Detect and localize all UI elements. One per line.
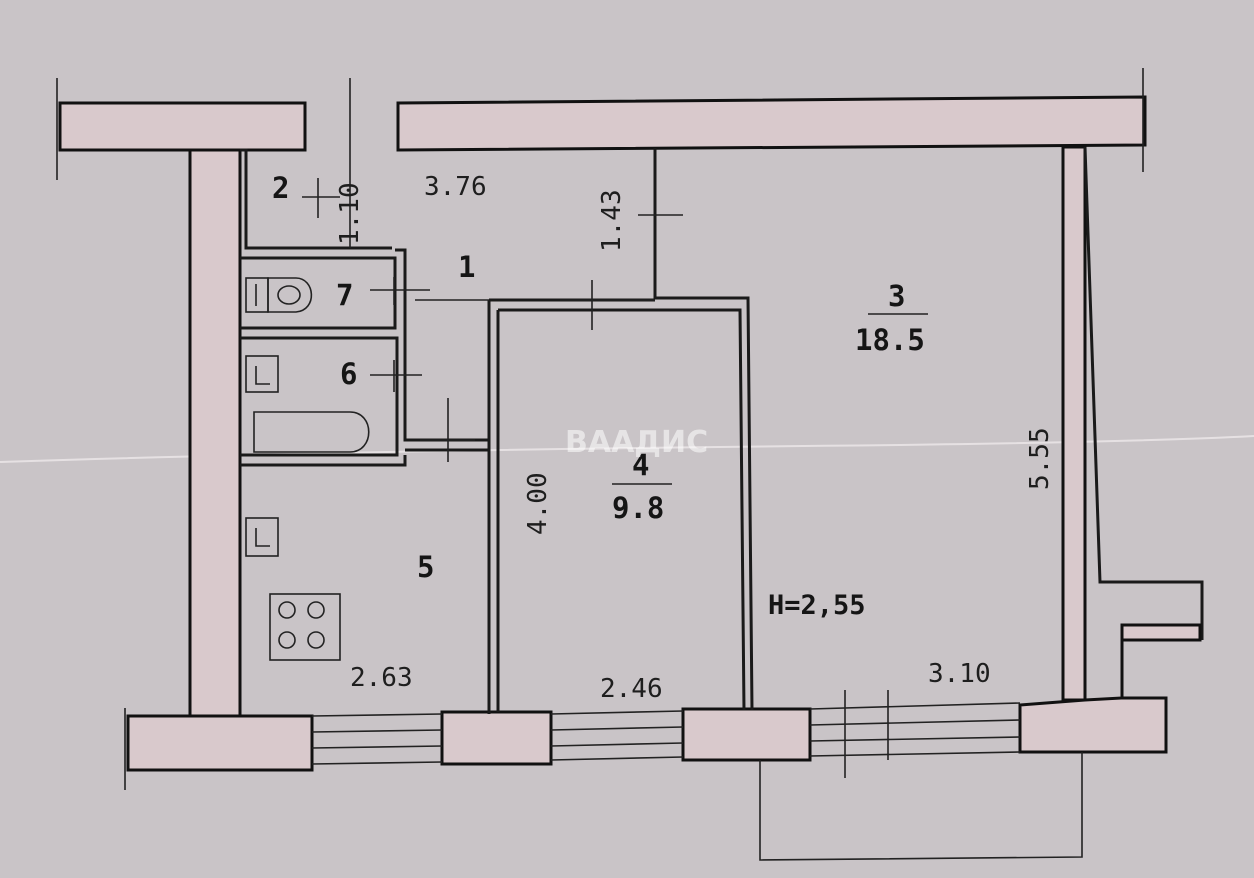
bathroom-sink-icon — [245, 355, 279, 393]
room-number-bathroom: 6 — [340, 357, 357, 391]
partition-hall-living — [653, 148, 754, 711]
dimension-bedroom-depth: 4.00 — [523, 472, 553, 535]
partition-bedroom-inner — [498, 308, 746, 711]
kitchen-sink-icon — [245, 517, 279, 557]
room-number-kitchen: 5 — [417, 550, 434, 584]
partition-kitchen-top — [240, 455, 407, 467]
room-number-living: 3 — [888, 279, 905, 313]
dimension-kitchen-width: 2.63 — [350, 663, 413, 693]
dimension-closet-width: 1.10 — [335, 182, 365, 245]
door-marks — [302, 78, 683, 462]
room-number-toilet: 7 — [336, 278, 353, 312]
partition-closet — [240, 148, 392, 250]
balcony — [759, 752, 1083, 861]
dimension-hall-length: 3.76 — [424, 172, 487, 202]
dimension-living-width: 3.10 — [928, 659, 991, 689]
wall-right-outer — [1083, 146, 1204, 640]
room-area-living: 18.5 — [855, 323, 925, 357]
room-number-hall: 1 — [458, 250, 475, 284]
wall-bottom-1 — [126, 714, 314, 772]
wall-left — [188, 148, 242, 718]
dimension-bedroom-width: 2.46 — [600, 674, 663, 704]
dimension-corridor-width: 1.43 — [597, 189, 627, 252]
partition-bath — [240, 336, 399, 457]
wall-top-right — [396, 95, 1147, 152]
wall-right-return — [1018, 623, 1202, 754]
bathtub-icon — [253, 411, 370, 453]
wall-right — [1061, 145, 1087, 702]
window-kitchen — [311, 713, 443, 765]
ceiling-height: H=2,55 — [768, 590, 866, 621]
wall-bottom-3 — [681, 707, 812, 762]
partition-toilet — [240, 256, 397, 330]
stove-icon — [269, 593, 341, 661]
window-bedroom — [550, 710, 684, 761]
wall-top-left — [58, 101, 307, 152]
toilet-fixture-icon — [245, 277, 313, 313]
wall-bottom-2 — [440, 710, 553, 766]
window-living-room — [809, 690, 1021, 778]
dimension-living-depth: 5.55 — [1025, 427, 1055, 490]
room-number-bedroom: 4 — [632, 448, 649, 482]
room-area-bedroom: 9.8 — [612, 491, 664, 525]
room-number-closet: 2 — [272, 171, 289, 205]
watermark-logo: ВААДИС — [565, 425, 708, 460]
